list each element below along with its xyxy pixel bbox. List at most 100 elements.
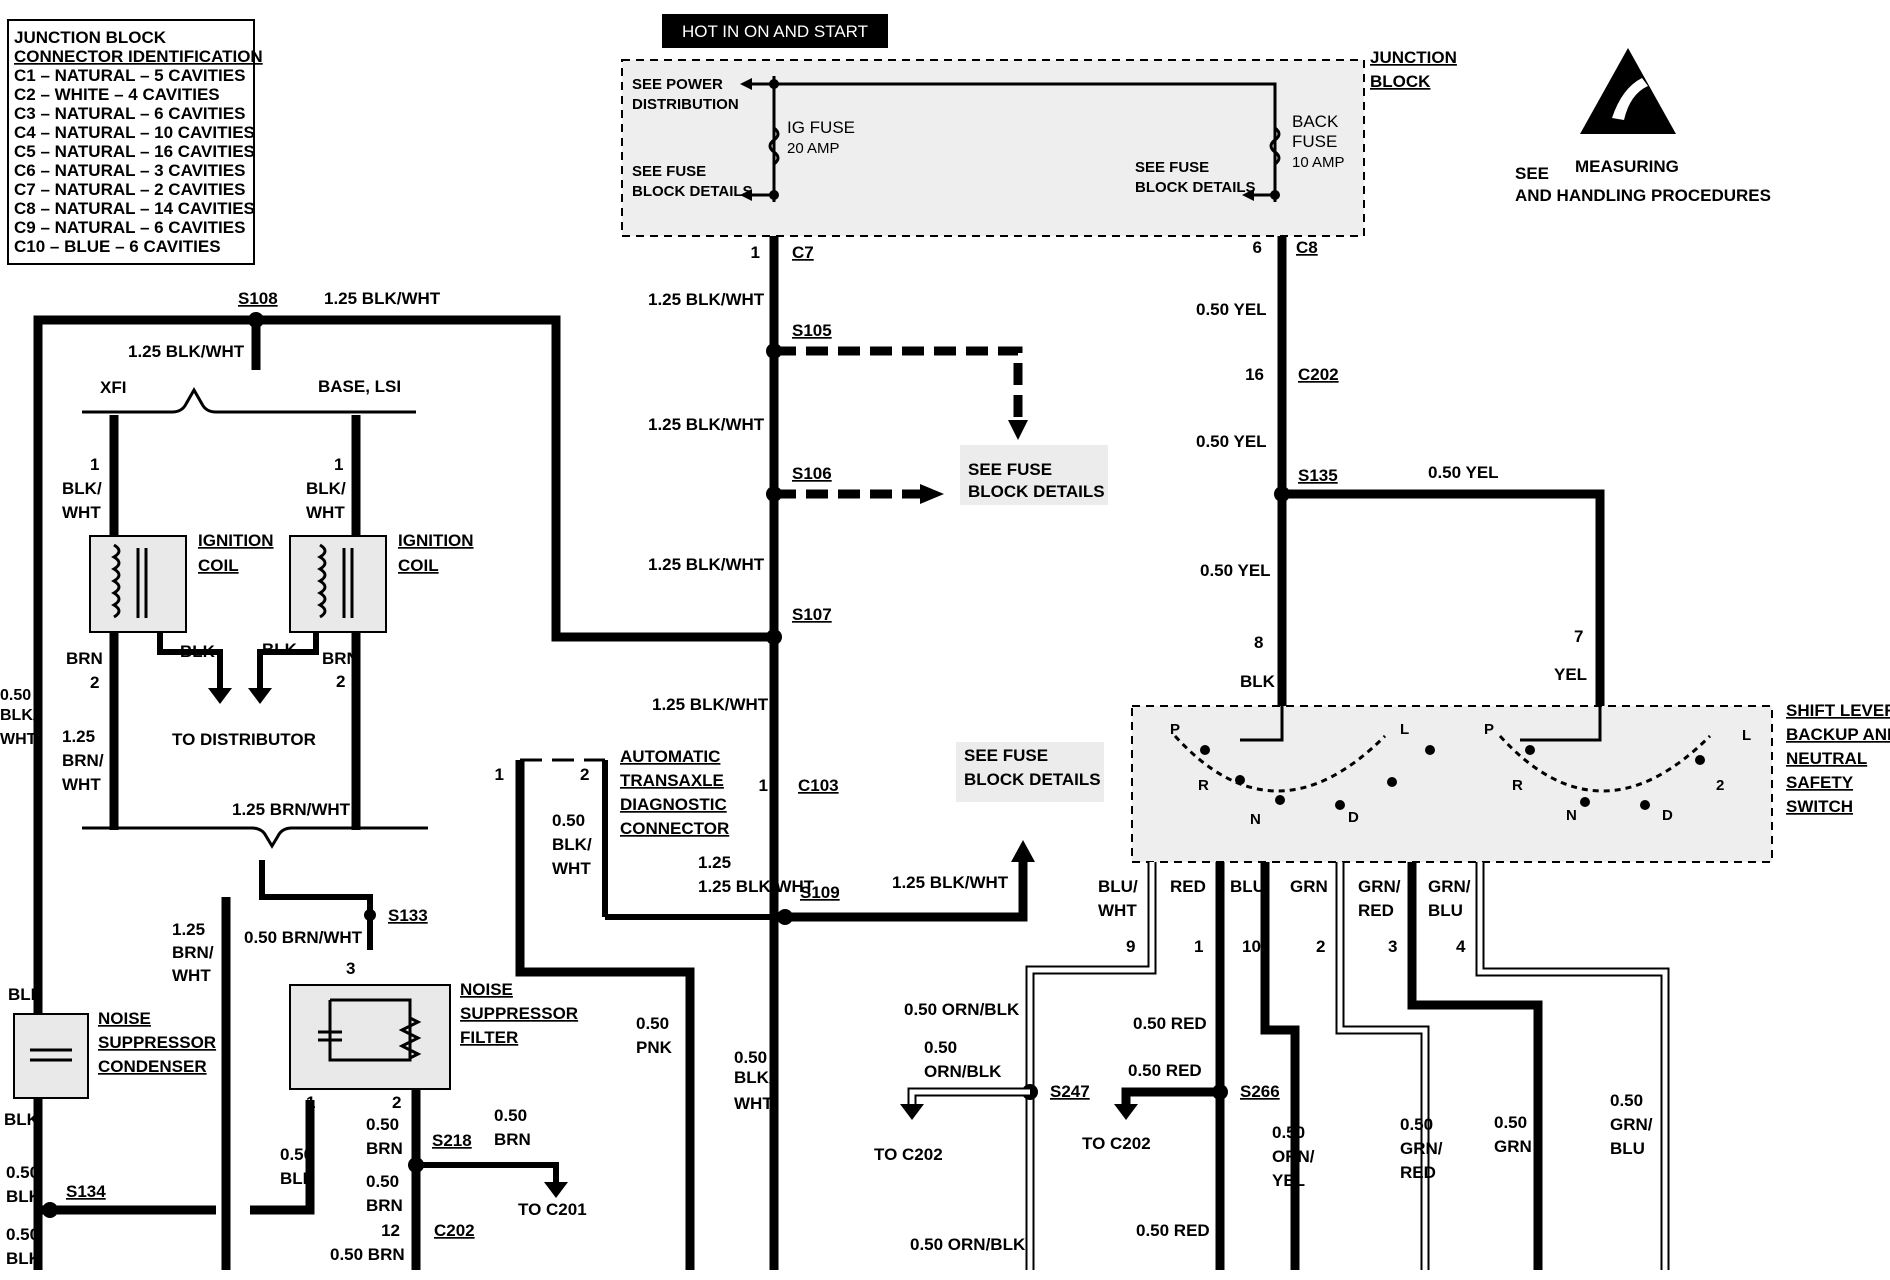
svg-text:TO C202: TO C202 — [1082, 1134, 1151, 1153]
svg-text:0.50 ORN/BLK: 0.50 ORN/BLK — [910, 1235, 1026, 1254]
svg-text:BLK: BLK — [4, 1110, 40, 1129]
legend-item: C5 – NATURAL – 16 CAVITIES — [14, 142, 255, 161]
svg-text:8: 8 — [1254, 633, 1263, 652]
svg-text:1: 1 — [1194, 937, 1203, 956]
svg-text:BLK/: BLK/ — [0, 707, 38, 724]
svg-text:BRN: BRN — [366, 1196, 403, 1215]
svg-text:C202: C202 — [434, 1221, 475, 1240]
svg-text:0.50 YEL: 0.50 YEL — [1200, 561, 1271, 580]
svg-text:JUNCTION: JUNCTION — [1370, 48, 1457, 67]
legend-subtitle: CONNECTOR IDENTIFICATION — [14, 47, 263, 66]
svg-text:R: R — [1512, 777, 1523, 794]
svg-text:DISTRIBUTION: DISTRIBUTION — [632, 96, 739, 113]
junction-block: SEE POWER DISTRIBUTION SEE FUSE BLOCK DE… — [621, 48, 1457, 237]
svg-text:GRN/: GRN/ — [1428, 877, 1471, 896]
svg-text:BLU: BLU — [1230, 877, 1265, 896]
splice-s135: S135 — [1298, 466, 1338, 485]
svg-text:WHT: WHT — [552, 859, 591, 878]
svg-text:YEL: YEL — [1554, 665, 1587, 684]
svg-text:RED: RED — [1400, 1163, 1436, 1182]
svg-text:10 AMP: 10 AMP — [1292, 154, 1345, 171]
splice-s107: S107 — [792, 605, 832, 624]
svg-text:1.25: 1.25 — [698, 853, 731, 872]
svg-text:SEE: SEE — [1515, 164, 1549, 183]
see-power-label: SEE POWER — [632, 76, 723, 93]
svg-text:R: R — [1198, 777, 1209, 794]
svg-text:WHT: WHT — [62, 503, 101, 522]
svg-text:COIL: COIL — [198, 556, 239, 575]
svg-text:BLU/: BLU/ — [1098, 877, 1138, 896]
svg-text:WHT: WHT — [172, 966, 211, 985]
svg-text:2: 2 — [336, 672, 345, 691]
svg-text:SEE FUSE: SEE FUSE — [964, 746, 1048, 765]
see-fuse-label: SEE FUSE — [632, 163, 706, 180]
svg-text:BLOCK DETAILS: BLOCK DETAILS — [964, 770, 1101, 789]
svg-text:0.50 BRN: 0.50 BRN — [330, 1245, 405, 1264]
svg-text:COIL: COIL — [398, 556, 439, 575]
svg-text:P: P — [1170, 721, 1180, 738]
splice-s105: S105 — [792, 321, 832, 340]
svg-text:TO C201: TO C201 — [518, 1200, 587, 1219]
svg-text:AND HANDLING PROCEDURES: AND HANDLING PROCEDURES — [1515, 186, 1771, 205]
legend-item: C7 – NATURAL – 2 CAVITIES — [14, 180, 245, 199]
noise-suppressor-condenser: NOISE SUPPRESSOR CONDENSER BLK BLK 0.50 … — [4, 985, 315, 1268]
svg-text:BRN/: BRN/ — [62, 751, 104, 770]
legend-item: C8 – NATURAL – 14 CAVITIES — [14, 199, 255, 218]
splice-s266: S266 — [1240, 1082, 1280, 1101]
svg-text:SEE FUSE: SEE FUSE — [968, 460, 1052, 479]
svg-text:AUTOMATIC: AUTOMATIC — [620, 747, 720, 766]
legend-item: C10 – BLUE – 6 CAVITIES — [14, 237, 221, 256]
svg-text:3: 3 — [1388, 937, 1397, 956]
svg-text:BRN: BRN — [322, 649, 359, 668]
svg-text:BLK/: BLK/ — [552, 835, 592, 854]
svg-text:BLK: BLK — [6, 1187, 42, 1206]
svg-text:2: 2 — [580, 765, 589, 784]
svg-text:20 AMP: 20 AMP — [787, 140, 840, 157]
svg-text:7: 7 — [1574, 627, 1583, 646]
svg-text:BLK/: BLK/ — [306, 479, 346, 498]
ig-fuse-label: IG FUSE — [787, 118, 855, 137]
svg-text:0.50: 0.50 — [636, 1014, 669, 1033]
svg-text:TO C202: TO C202 — [874, 1145, 943, 1164]
svg-text:BLK: BLK — [280, 1169, 316, 1188]
svg-text:TO DISTRIBUTOR: TO DISTRIBUTOR — [172, 730, 316, 749]
splice-s108: S108 — [238, 289, 278, 308]
svg-text:BLOCK DETAILS: BLOCK DETAILS — [968, 482, 1105, 501]
svg-text:GRN: GRN — [1494, 1137, 1532, 1156]
splice-s218: S218 — [432, 1131, 472, 1150]
svg-text:0.50 YEL: 0.50 YEL — [1196, 432, 1267, 451]
svg-text:0.50 BRN/WHT: 0.50 BRN/WHT — [244, 928, 363, 947]
svg-text:10: 10 — [1242, 937, 1261, 956]
svg-text:C103: C103 — [798, 776, 839, 795]
ignition-coil-left: IGNITION COIL — [89, 531, 274, 633]
legend-item: C4 – NATURAL – 10 CAVITIES — [14, 123, 255, 142]
svg-text:D: D — [1348, 809, 1359, 826]
splice-s133: S133 — [388, 906, 428, 925]
svg-text:BLU: BLU — [1610, 1139, 1645, 1158]
svg-text:0.50 RED: 0.50 RED — [1136, 1221, 1210, 1240]
svg-text:CONDENSER: CONDENSER — [98, 1057, 207, 1076]
svg-text:0.50: 0.50 — [924, 1038, 957, 1057]
svg-text:0.50: 0.50 — [1610, 1091, 1643, 1110]
svg-text:TRANSAXLE: TRANSAXLE — [620, 771, 724, 790]
svg-text:NOISE: NOISE — [460, 980, 513, 999]
svg-text:1.25 BLK/WHT: 1.25 BLK/WHT — [128, 342, 245, 361]
svg-text:MEASURING: MEASURING — [1575, 157, 1679, 176]
legend-item: C9 – NATURAL – 6 CAVITIES — [14, 218, 245, 237]
svg-text:BLOCK DETAILS: BLOCK DETAILS — [1135, 179, 1256, 196]
svg-text:ORN/BLK: ORN/BLK — [924, 1062, 1002, 1081]
svg-text:2: 2 — [90, 673, 99, 692]
svg-text:BRN: BRN — [494, 1130, 531, 1149]
svg-text:BRN: BRN — [366, 1139, 403, 1158]
svg-text:1: 1 — [759, 776, 768, 795]
svg-text:0.50: 0.50 — [0, 687, 31, 704]
svg-text:0.50: 0.50 — [494, 1106, 527, 1125]
back-fuse-label: BACK — [1292, 112, 1339, 131]
svg-text:DIAGNOSTIC: DIAGNOSTIC — [620, 795, 727, 814]
svg-text:0.50: 0.50 — [1272, 1123, 1305, 1142]
svg-text:YEL: YEL — [1272, 1171, 1305, 1190]
svg-text:0.50: 0.50 — [1494, 1113, 1527, 1132]
diagnostic-connector: 1 2 AUTOMATIC TRANSAXLE DIAGNOSTIC CONNE… — [495, 747, 729, 1270]
svg-text:L: L — [1400, 721, 1409, 738]
